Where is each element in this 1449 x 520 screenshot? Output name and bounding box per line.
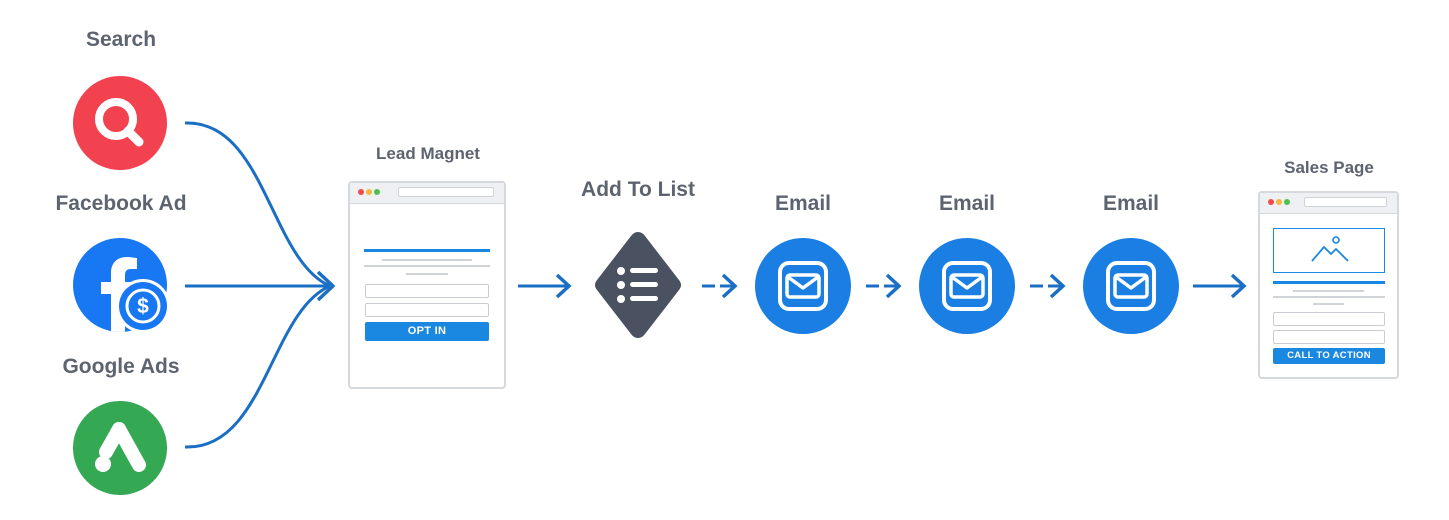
browser-bar: [350, 183, 504, 204]
google-ads-label: Google Ads: [62, 355, 180, 378]
close-dot-icon: [358, 189, 364, 195]
headline-bar: [1273, 281, 1385, 284]
envelope-icon[interactable]: [755, 238, 851, 334]
arrow-to-email-1: [702, 273, 738, 299]
search-label: Search: [85, 28, 157, 51]
form-field[interactable]: [1273, 330, 1385, 344]
text-line: [382, 259, 472, 261]
add-to-list-label: Add To List: [581, 178, 695, 201]
google-ads-icon[interactable]: [73, 401, 167, 495]
arrow-to-email-3: [1030, 273, 1066, 299]
form-field[interactable]: [1273, 312, 1385, 326]
envelope-icon[interactable]: [919, 238, 1015, 334]
arrow-to-email-2: [866, 273, 902, 299]
url-bar: [1304, 197, 1387, 207]
browser-bar: [1260, 193, 1397, 214]
name-field[interactable]: [365, 284, 489, 298]
arrow-to-add-to-list: [518, 273, 572, 299]
image-placeholder-icon: [1273, 228, 1385, 273]
text-line: [1273, 296, 1385, 298]
envelope-icon[interactable]: [1083, 238, 1179, 334]
call-to-action-button[interactable]: CALL TO ACTION: [1273, 348, 1385, 364]
text-line: [1313, 303, 1344, 305]
email-label-3: Email: [1102, 192, 1160, 215]
lead-magnet-label: Lead Magnet: [376, 144, 480, 163]
close-dot-icon: [1268, 199, 1274, 205]
dollar-badge-icon: $: [119, 282, 167, 330]
email-label-2: Email: [938, 192, 996, 215]
text-line: [1293, 290, 1364, 292]
minimize-dot-icon: [1276, 199, 1282, 205]
maximize-dot-icon: [1284, 199, 1290, 205]
connector-google: [184, 284, 331, 449]
arrow-to-sales-page: [1193, 273, 1247, 299]
connector-search: [184, 121, 331, 288]
sales-page[interactable]: CALL TO ACTION: [1258, 191, 1399, 379]
sales-page-label: Sales Page: [1284, 158, 1374, 177]
svg-text:$: $: [137, 295, 149, 318]
lead-magnet-page[interactable]: OPT IN: [348, 181, 506, 389]
text-line: [406, 273, 448, 275]
url-bar: [398, 187, 494, 197]
arrowhead-merge: [316, 270, 335, 302]
list-icon[interactable]: [592, 228, 684, 342]
text-line: [364, 265, 490, 267]
opt-in-button[interactable]: OPT IN: [365, 322, 489, 341]
search-icon[interactable]: [73, 76, 167, 170]
maximize-dot-icon: [374, 189, 380, 195]
email-label-1: Email: [774, 192, 832, 215]
facebook-ad-label: Facebook Ad: [55, 192, 187, 215]
email-field[interactable]: [365, 303, 489, 317]
minimize-dot-icon: [366, 189, 372, 195]
facebook-icon[interactable]: $: [73, 238, 167, 332]
headline-bar: [364, 249, 490, 252]
